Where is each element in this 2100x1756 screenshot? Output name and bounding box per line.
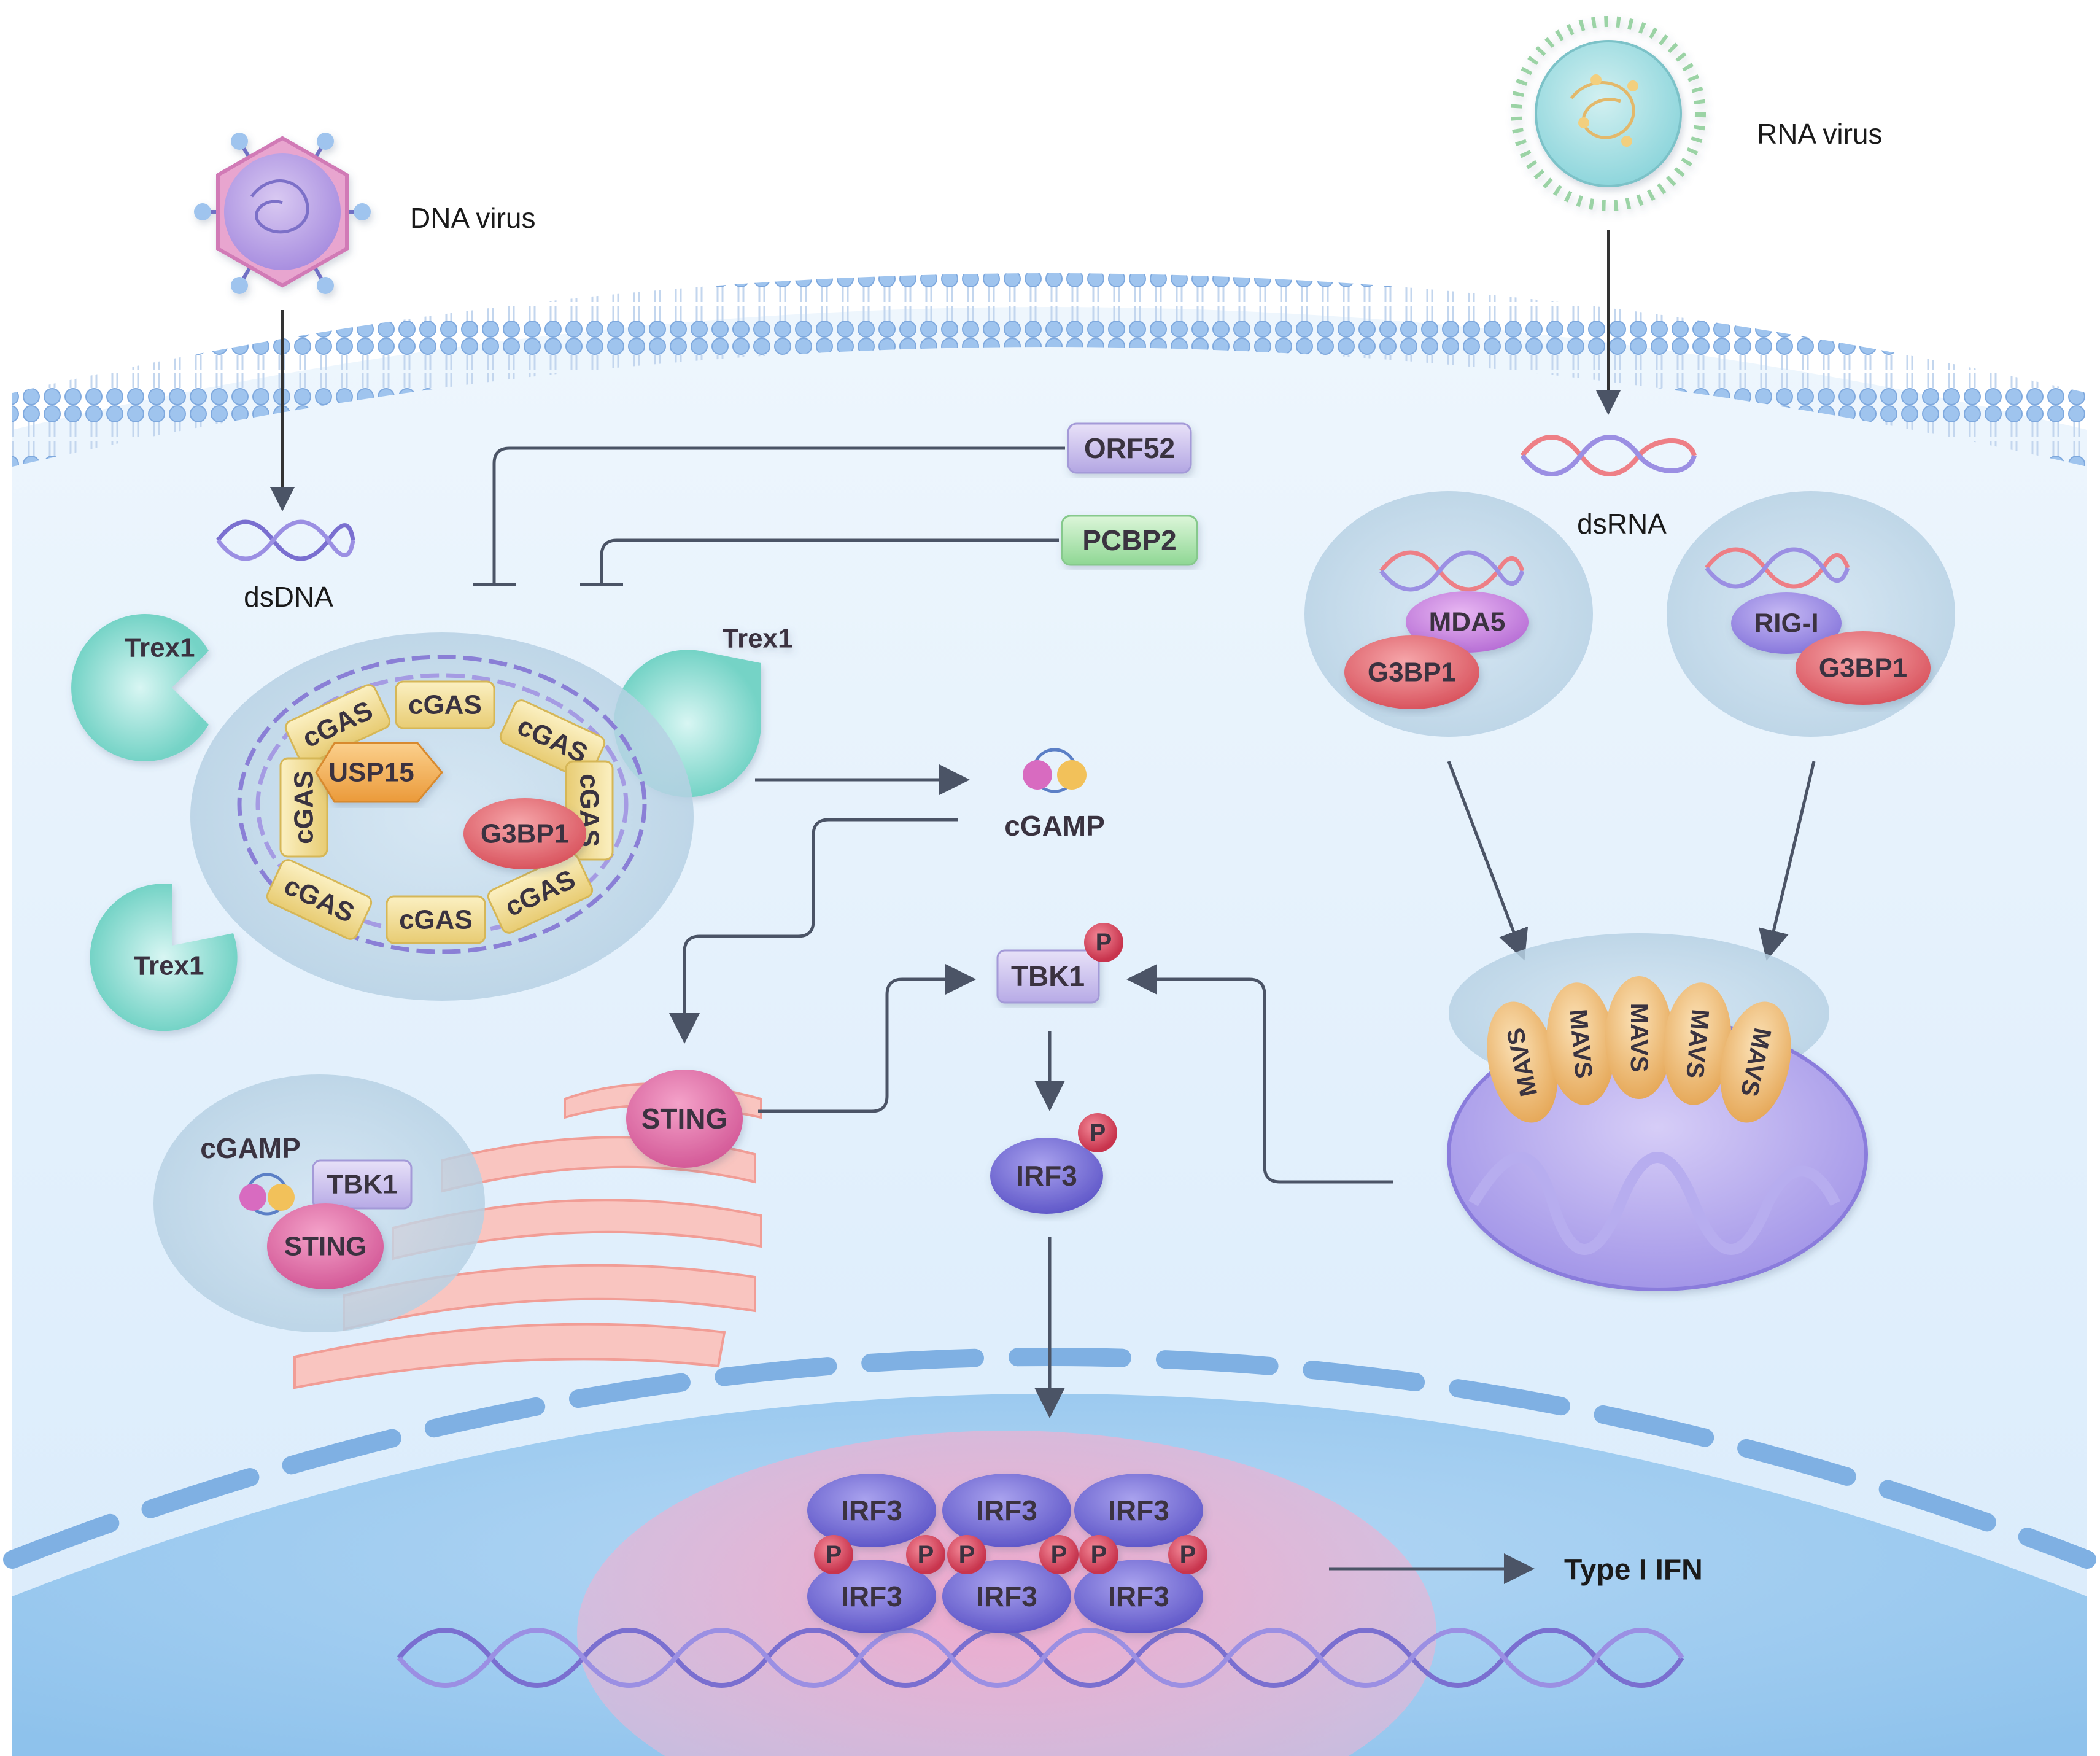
cgamp-to-sting-arrow (669, 818, 958, 1044)
sting-to-tbk1-arrow (758, 964, 976, 1113)
usp15-protein: USP15 (315, 742, 443, 803)
g3bp1-mda5: G3BP1 (1344, 635, 1479, 709)
svg-text:G3BP1: G3BP1 (1819, 653, 1907, 683)
mavs-cluster: MAVS MAVS MAVS MAVS MAVS (1487, 976, 1791, 1123)
irf3-cytoplasmic: IRF3 (990, 1138, 1103, 1214)
svg-text:MAVS: MAVS (1681, 1008, 1714, 1079)
pcbp2-label: PCBP2 (1082, 524, 1176, 556)
mda5-dsrna-icon (1379, 550, 1525, 592)
svg-text:P: P (1091, 1541, 1107, 1568)
svg-text:cGAS: cGAS (408, 690, 482, 720)
svg-text:IRF3: IRF3 (1108, 1494, 1169, 1526)
cgas-subunit-bottom: cGAS (386, 895, 486, 944)
pcbp2-inhibition-line (600, 538, 1059, 583)
svg-text:P: P (1096, 929, 1112, 956)
pcbp2-box (1061, 515, 1198, 566)
svg-text:STING: STING (641, 1103, 728, 1135)
inset-cgamp-label: cGAMP (200, 1132, 301, 1164)
mavs-to-tbk1-arrow (1126, 964, 1393, 1184)
svg-text:IRF3: IRF3 (1108, 1580, 1169, 1612)
svg-text:P: P (1090, 1119, 1106, 1146)
svg-text:cGAS: cGAS (289, 771, 319, 844)
svg-text:USP15: USP15 (328, 758, 414, 788)
mda5-protein: MDA5 (1406, 591, 1529, 653)
dna-virus-label: DNA virus (410, 202, 535, 234)
orf52-box (1067, 422, 1192, 474)
rna-virus-label: RNA virus (1757, 118, 1882, 150)
inset-sting-protein: STING (267, 1203, 384, 1289)
svg-text:TBK1: TBK1 (327, 1170, 398, 1200)
rigi-to-mavs-arrow (1758, 761, 1816, 961)
svg-text:IRF3: IRF3 (841, 1580, 902, 1612)
plasma-membrane (12, 273, 2087, 467)
cgamp-molecule-icon (1023, 748, 1087, 793)
svg-text:STING: STING (284, 1232, 366, 1262)
rigi-protein: RIG-I (1731, 592, 1842, 654)
dsdna-icon (216, 519, 355, 561)
g3bp1-rigi: G3BP1 (1796, 631, 1931, 705)
mavs-protein: MAVS (1663, 982, 1732, 1105)
svg-text:G3BP1: G3BP1 (481, 819, 569, 849)
orf52-inhibition-line (492, 446, 1065, 583)
irf3-dimer-1: IRF3 IRF3 P P (807, 1474, 945, 1633)
svg-text:P: P (959, 1541, 975, 1568)
mavs-protein: MAVS (1605, 976, 1673, 1099)
svg-text:P: P (918, 1541, 934, 1568)
dsrna-icon (1520, 435, 1697, 476)
cgas-subunit-left: cGAS (279, 757, 328, 858)
orf52-label: ORF52 (1084, 432, 1175, 464)
cgamp-label: cGAMP (1004, 810, 1105, 842)
trex1-enzyme-3: Trex1 (90, 884, 238, 1031)
g3bp1-cgas: G3BP1 (463, 798, 586, 869)
svg-text:Trex1: Trex1 (134, 951, 204, 981)
dna-virus-icon (194, 133, 371, 294)
svg-text:IRF3: IRF3 (976, 1494, 1037, 1526)
rigi-dsrna-icon (1705, 547, 1850, 589)
irf3-phospho-badge: P (1078, 1113, 1117, 1152)
svg-text:IRF3: IRF3 (1016, 1160, 1077, 1192)
mda5-to-mavs-arrow (1447, 761, 1529, 961)
svg-text:IRF3: IRF3 (841, 1494, 902, 1526)
dsdna-label: dsDNA (244, 581, 333, 613)
mavs-protein: MAVS (1487, 1001, 1558, 1123)
irf3-dimer-2: IRF3 IRF3 P P (942, 1474, 1079, 1633)
svg-text:RIG-I: RIG-I (1754, 608, 1818, 639)
tbk1-phospho-badge: P (1084, 923, 1123, 962)
dsrna-label: dsRNA (1577, 508, 1667, 540)
irf3-dimer-3: IRF3 IRF3 P P (1074, 1474, 1207, 1633)
inset-cgamp-icon (239, 1173, 295, 1216)
svg-text:IRF3: IRF3 (976, 1580, 1037, 1612)
type-i-ifn-label: Type I IFN (1564, 1554, 1703, 1587)
rna-virus-icon (1511, 16, 1706, 211)
svg-text:G3BP1: G3BP1 (1368, 658, 1456, 688)
svg-text:P: P (1051, 1541, 1067, 1568)
svg-text:Trex1: Trex1 (723, 624, 793, 654)
svg-text:P: P (826, 1541, 842, 1568)
inset-tbk1-box: TBK1 (312, 1159, 413, 1210)
tbk1-box: TBK1 (996, 949, 1100, 1004)
svg-text:P: P (1180, 1541, 1196, 1568)
svg-text:MDA5: MDA5 (1429, 607, 1506, 637)
cgas-subunit-top: cGAS (395, 680, 495, 729)
mavs-protein: MAVS (1720, 1001, 1791, 1123)
svg-text:cGAS: cGAS (399, 905, 473, 935)
mavs-protein: MAVS (1546, 982, 1615, 1105)
svg-text:Trex1: Trex1 (125, 633, 195, 663)
svg-text:TBK1: TBK1 (1011, 960, 1085, 992)
svg-text:MAVS: MAVS (1625, 1003, 1652, 1073)
trex1-enzyme-1: Trex1 (71, 614, 209, 761)
svg-text:MAVS: MAVS (1564, 1008, 1597, 1079)
nuclear-dna-strand-2 (397, 1628, 1684, 1688)
sting-protein: STING (626, 1070, 743, 1168)
